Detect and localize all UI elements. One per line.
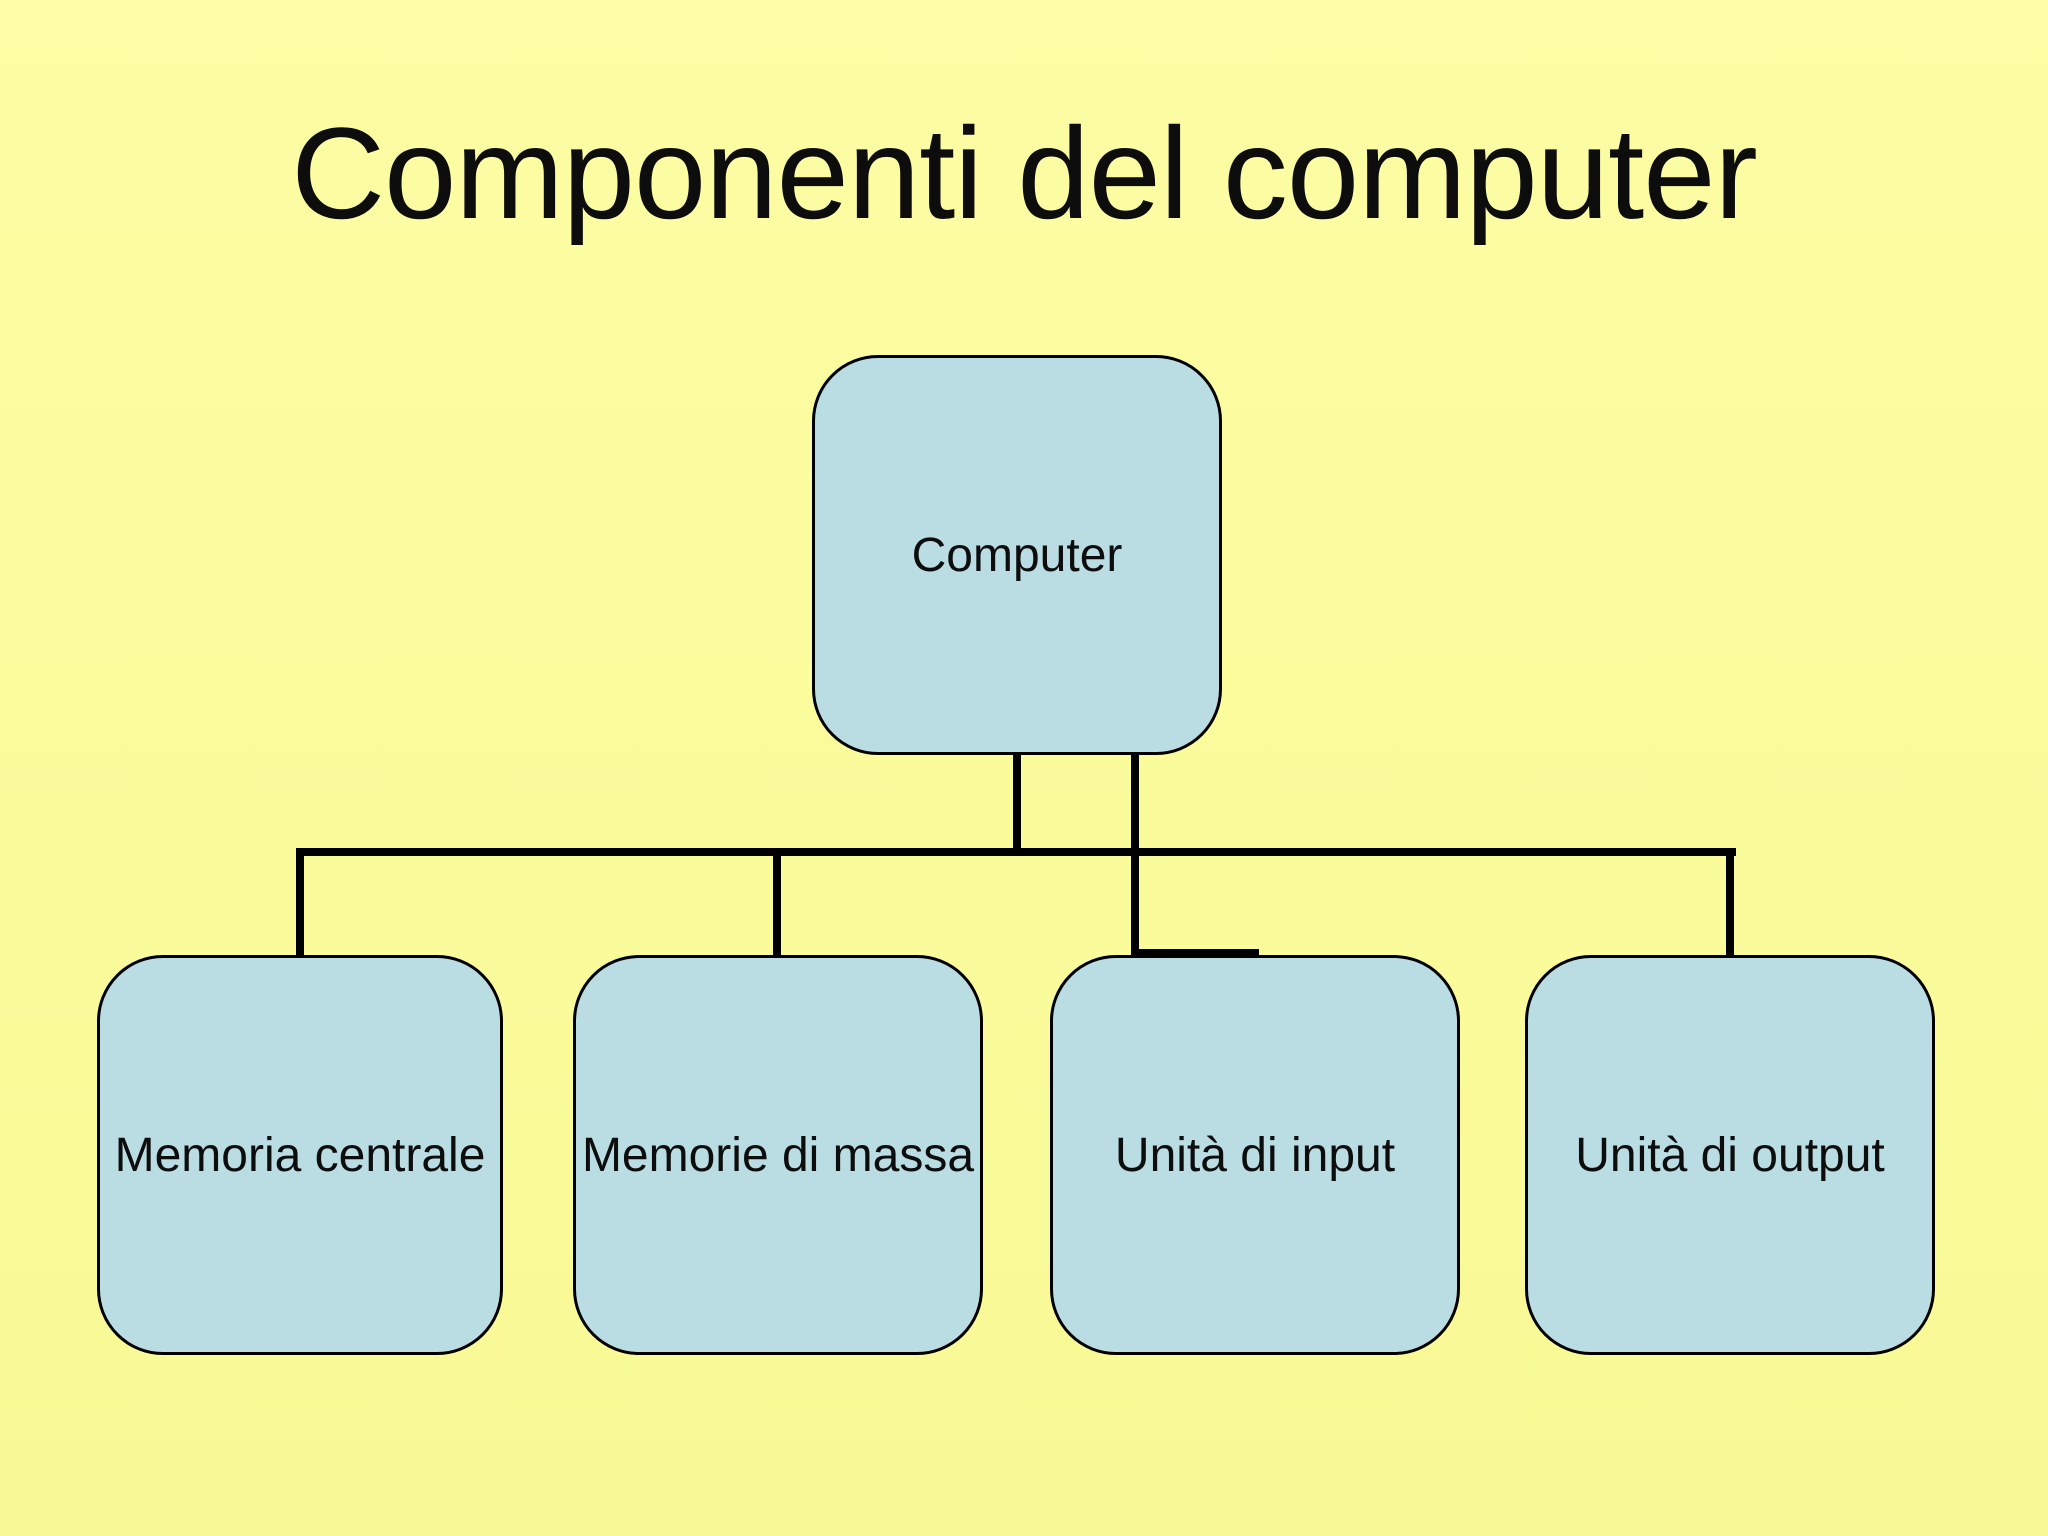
connector-rail <box>296 848 1736 856</box>
node-unita-di-output: Unità di output <box>1525 955 1935 1355</box>
node-unita-di-input: Unità di input <box>1050 955 1460 1355</box>
connector-drop-unita-di-output <box>1726 848 1734 959</box>
connector-stub-unita-di-input <box>1131 949 1259 957</box>
node-unita-di-input-label: Unità di input <box>1114 1128 1396 1182</box>
node-memoria-centrale: Memoria centrale <box>97 955 503 1355</box>
node-memoria-centrale-label: Memoria centrale <box>114 1128 486 1182</box>
node-computer-label: Computer <box>911 528 1123 582</box>
node-memorie-di-massa-label: Memorie di massa <box>581 1128 975 1182</box>
node-unita-di-output-label: Unità di output <box>1575 1128 1885 1182</box>
node-memorie-di-massa: Memorie di massa <box>573 955 983 1355</box>
node-computer: Computer <box>812 355 1222 755</box>
connector-drop-memorie-di-massa <box>773 848 781 959</box>
connector-drop-memoria-centrale <box>296 848 304 959</box>
connector-parent-stem-left <box>1013 755 1021 856</box>
slide-title: Componenti del computer <box>291 100 1758 246</box>
connector-parent-stem-right <box>1131 755 1139 961</box>
